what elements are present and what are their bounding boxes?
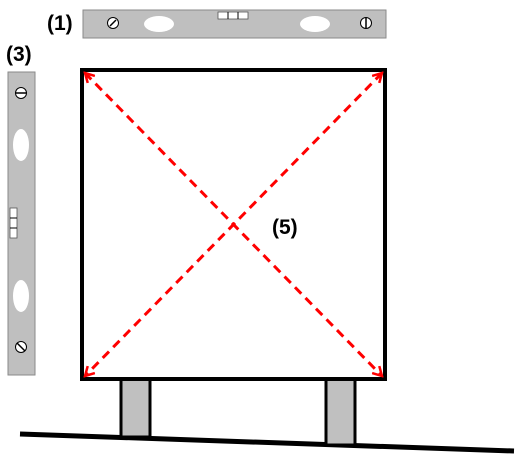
screw-icon xyxy=(360,17,372,29)
right-post xyxy=(324,377,357,447)
bubble-vial-icon xyxy=(9,207,18,239)
bubble-vial-icon xyxy=(217,11,249,20)
label-horizontal-level: (1) xyxy=(47,12,73,35)
screw-icon xyxy=(15,87,27,99)
vertical-level xyxy=(7,71,36,376)
screw-icon xyxy=(15,341,27,353)
horizontal-level xyxy=(82,9,387,39)
level-window-icon xyxy=(13,280,29,312)
diagonal-line-2 xyxy=(85,73,382,376)
level-window-icon xyxy=(300,16,330,32)
level-window-icon xyxy=(144,16,174,32)
level-window-icon xyxy=(13,129,29,161)
left-post xyxy=(119,377,152,439)
screw-icon xyxy=(107,17,119,29)
ground-line xyxy=(19,431,515,454)
label-vertical-level: (3) xyxy=(6,43,32,66)
label-diagonals: (5) xyxy=(272,216,298,239)
